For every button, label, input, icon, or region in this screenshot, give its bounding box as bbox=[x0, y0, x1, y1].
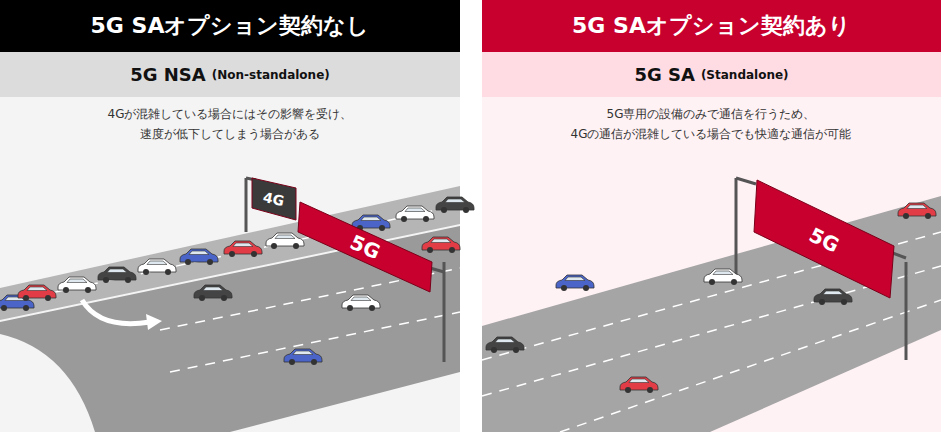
5g-sign: 5G bbox=[298, 202, 432, 292]
node-title: 5G SAオプション契約あり bbox=[572, 11, 851, 41]
5g-sign: 5G bbox=[754, 180, 894, 300]
mode-band: 5G NSA (Non-standalone) bbox=[0, 52, 460, 97]
node-subtitle: (Standalone) bbox=[701, 68, 789, 82]
node-title: 5G SA bbox=[634, 64, 694, 85]
mode-band: 5G SA (Standalone) bbox=[482, 52, 941, 97]
4g-sign: 4G bbox=[252, 178, 296, 220]
header-bar: 5G SAオプション契約なし bbox=[0, 0, 460, 52]
node-title: 5G SAオプション契約なし bbox=[91, 11, 370, 41]
header-bar: 5G SAオプション契約あり bbox=[482, 0, 941, 52]
node-subtitle: (Non-standalone) bbox=[212, 68, 330, 82]
description-text: 5G専用の設備のみで通信を行うため、 4Gの通信が混雑している場合でも快適な通信… bbox=[531, 104, 891, 144]
node-title: 5G NSA bbox=[130, 64, 206, 85]
description-text: 4Gが混雑している場合にはその影響を受け、 速度が低下してしまう場合がある bbox=[50, 104, 410, 144]
